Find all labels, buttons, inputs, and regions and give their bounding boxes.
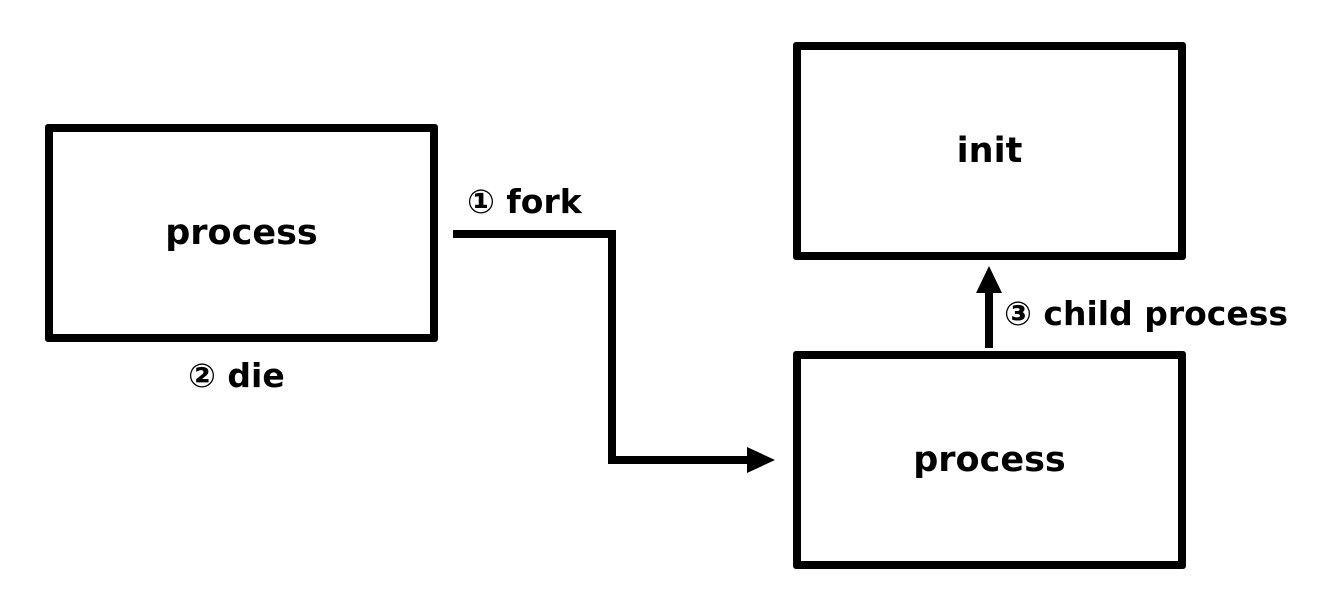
fork-connector bbox=[453, 230, 748, 464]
parent-process-node: process bbox=[45, 124, 438, 342]
child-process-node: process bbox=[793, 351, 1186, 569]
fork-arrowhead bbox=[747, 447, 775, 473]
child-process-edge-label: ③ child process bbox=[1004, 294, 1289, 333]
fork-label: ① fork bbox=[467, 182, 582, 221]
child-to-init-arrowhead bbox=[976, 266, 1002, 293]
init-label: init bbox=[956, 131, 1023, 171]
child-process-label: process bbox=[913, 440, 1066, 480]
init-node: init bbox=[793, 42, 1186, 260]
parent-process-label: process bbox=[165, 213, 318, 253]
die-label: ② die bbox=[188, 356, 285, 395]
